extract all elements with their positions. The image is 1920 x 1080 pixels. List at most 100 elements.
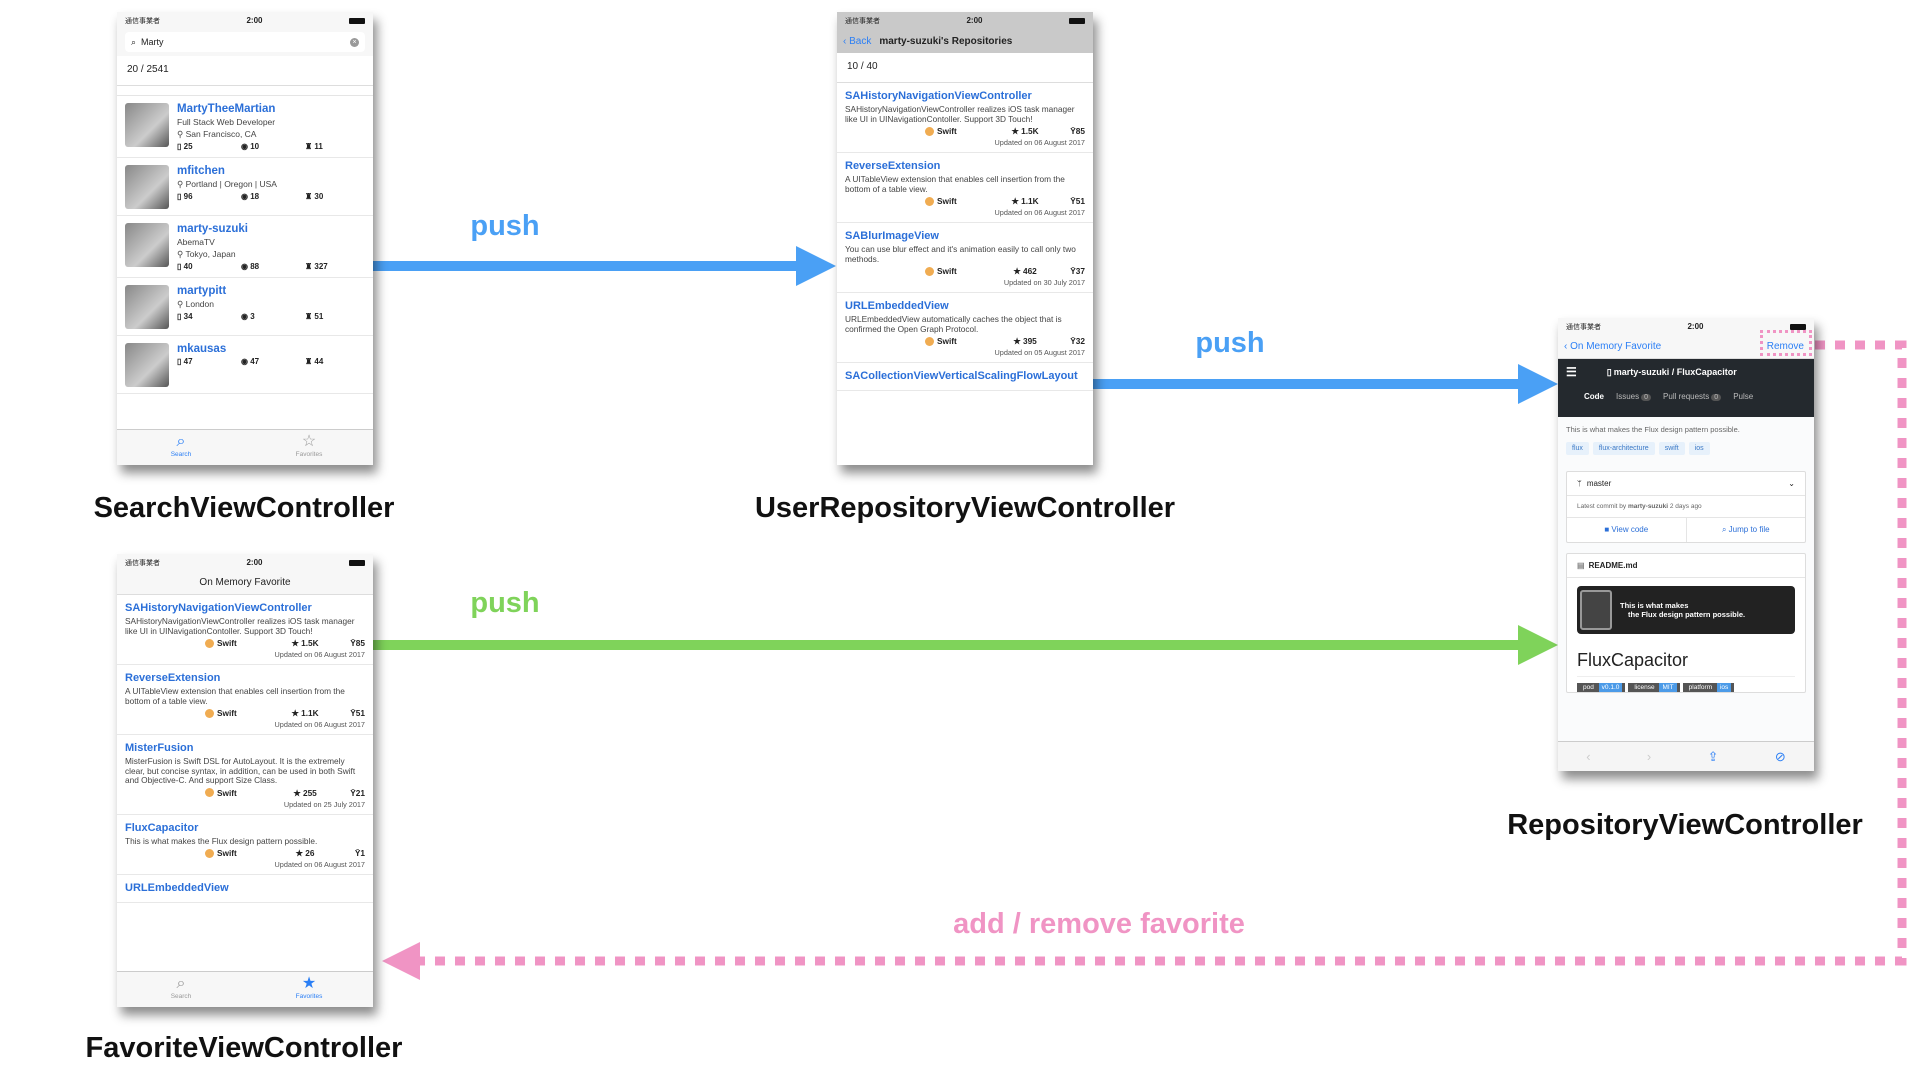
topic-tag[interactable]: flux — [1566, 442, 1589, 455]
repo-count: 96 — [183, 192, 193, 201]
topic-tag[interactable]: ios — [1688, 442, 1710, 455]
repo-row[interactable]: URLEmbeddedView — [117, 875, 373, 904]
battery-icon — [1068, 17, 1085, 24]
avatar — [125, 343, 169, 387]
avatar — [125, 103, 169, 147]
favorite-label: add / remove favorite — [953, 908, 1245, 940]
push-arrow-favorite-to-repository — [373, 625, 1558, 665]
tab-pulse[interactable]: Pulse — [1733, 392, 1754, 401]
user-location: San Francisco, CA — [185, 129, 257, 139]
language-dot-icon — [925, 196, 934, 206]
repo-title: marty-suzuki / FluxCapacitor — [1613, 367, 1737, 377]
topic-tag[interactable]: swift — [1658, 442, 1685, 455]
topic-tag[interactable]: flux-architecture — [1592, 442, 1655, 455]
push-label-3: push — [470, 587, 540, 619]
search-input[interactable]: ⌕Marty× — [125, 32, 365, 52]
folder-icon: ■ — [1604, 525, 1610, 534]
repo-icon: ▯ — [177, 142, 182, 151]
tab-favorites[interactable]: ★Favorites — [245, 972, 373, 1007]
pulls-count: 0 — [1711, 394, 1722, 401]
star-count: 1.1K — [301, 708, 319, 719]
tab-search[interactable]: ⌕Search — [117, 430, 245, 465]
search-icon: ⌕ — [176, 975, 186, 992]
remove-highlight — [1760, 330, 1812, 356]
repo-updated: Updated on 06 August 2017 — [274, 860, 365, 870]
fork-icon: Ȳ — [350, 787, 356, 798]
eye-icon: ◉ — [241, 357, 248, 366]
star-count: 1.5K — [1021, 126, 1039, 137]
tab-favorites[interactable]: ☆Favorites — [245, 430, 373, 465]
commit-prefix: Latest commit by — [1577, 503, 1627, 510]
tab-code[interactable]: Code — [1584, 392, 1604, 401]
star-count: 462 — [1022, 266, 1037, 277]
eye-icon: ◉ — [241, 262, 248, 271]
tab-label: Search — [170, 993, 192, 1000]
repo-count: 10 / 40 — [837, 53, 1093, 83]
push-label-2: push — [1195, 327, 1265, 359]
compass-icon[interactable]: ⊘ — [1774, 748, 1786, 764]
repo-count: 40 — [183, 262, 193, 271]
eye-icon: ◉ — [241, 142, 248, 151]
repo-description: You can use blur effect and it's animati… — [845, 244, 1076, 264]
back-arrow-icon[interactable]: ‹ — [1586, 749, 1591, 764]
language-dot-icon — [925, 266, 934, 276]
view-code-button[interactable]: ■ View code — [1567, 518, 1687, 542]
star-count: 1.1K — [1021, 196, 1039, 207]
carrier: 通信事業者 — [1566, 323, 1601, 331]
carrier: 通信事業者 — [125, 17, 160, 25]
fork-icon: Ȳ — [354, 848, 361, 859]
fork-icon: Ȳ — [350, 638, 356, 649]
back-button[interactable]: ‹ On Memory Favorite — [1564, 341, 1662, 352]
repo-language: Swift — [217, 708, 237, 719]
user-row[interactable]: martypitt⚲ London▯ 34◉ 3♜ 51 — [117, 278, 373, 336]
tab-label: Favorites — [295, 993, 323, 1000]
fork-count: 1 — [360, 848, 365, 859]
search-query: Marty — [141, 37, 164, 47]
tab-search[interactable]: ⌕Search — [117, 972, 245, 1007]
button-label: Jump to file — [1728, 525, 1770, 534]
clock: 2:00 — [966, 16, 983, 25]
repo-row[interactable]: SACollectionViewVerticalScalingFlowLayou… — [837, 363, 1093, 392]
repo-icon: ▯ — [177, 262, 182, 271]
flux-logo — [1580, 590, 1612, 630]
clear-icon[interactable]: × — [350, 37, 359, 47]
user-row[interactable]: mkausas▯ 47◉ 47♜ 44 — [117, 336, 373, 394]
menu-icon[interactable]: ☰ — [1566, 365, 1577, 379]
forward-arrow-icon[interactable]: › — [1646, 749, 1652, 764]
push-arrow-user-repo-to-repository — [1093, 364, 1558, 404]
badge-key: pod — [1580, 683, 1597, 692]
follower-count: 44 — [314, 357, 324, 366]
readme-heading: FluxCapacitor — [1577, 650, 1795, 677]
jump-to-file-button[interactable]: ⌕ Jump to file — [1687, 518, 1806, 542]
star-icon: ★ — [1011, 126, 1019, 137]
user-row[interactable]: mfitchen⚲ Portland | Oregon | USA▯ 96◉ 1… — [117, 158, 373, 216]
share-icon[interactable]: ⇪ — [1707, 748, 1719, 764]
back-button[interactable]: ‹ Back — [843, 35, 872, 47]
button-label: View code — [1611, 525, 1649, 534]
avatar — [125, 285, 169, 329]
commit-author[interactable]: marty-suzuki — [1627, 503, 1669, 510]
fork-count: 51 — [355, 708, 365, 719]
badge-key: license — [1631, 683, 1658, 692]
remove-button[interactable]: Remove — [1766, 341, 1804, 352]
followers-icon: ♜ — [305, 357, 313, 366]
star-icon: ★ — [291, 638, 299, 649]
location-pin-icon: ⚲ — [177, 249, 184, 259]
star-icon: ★ — [1011, 196, 1019, 207]
